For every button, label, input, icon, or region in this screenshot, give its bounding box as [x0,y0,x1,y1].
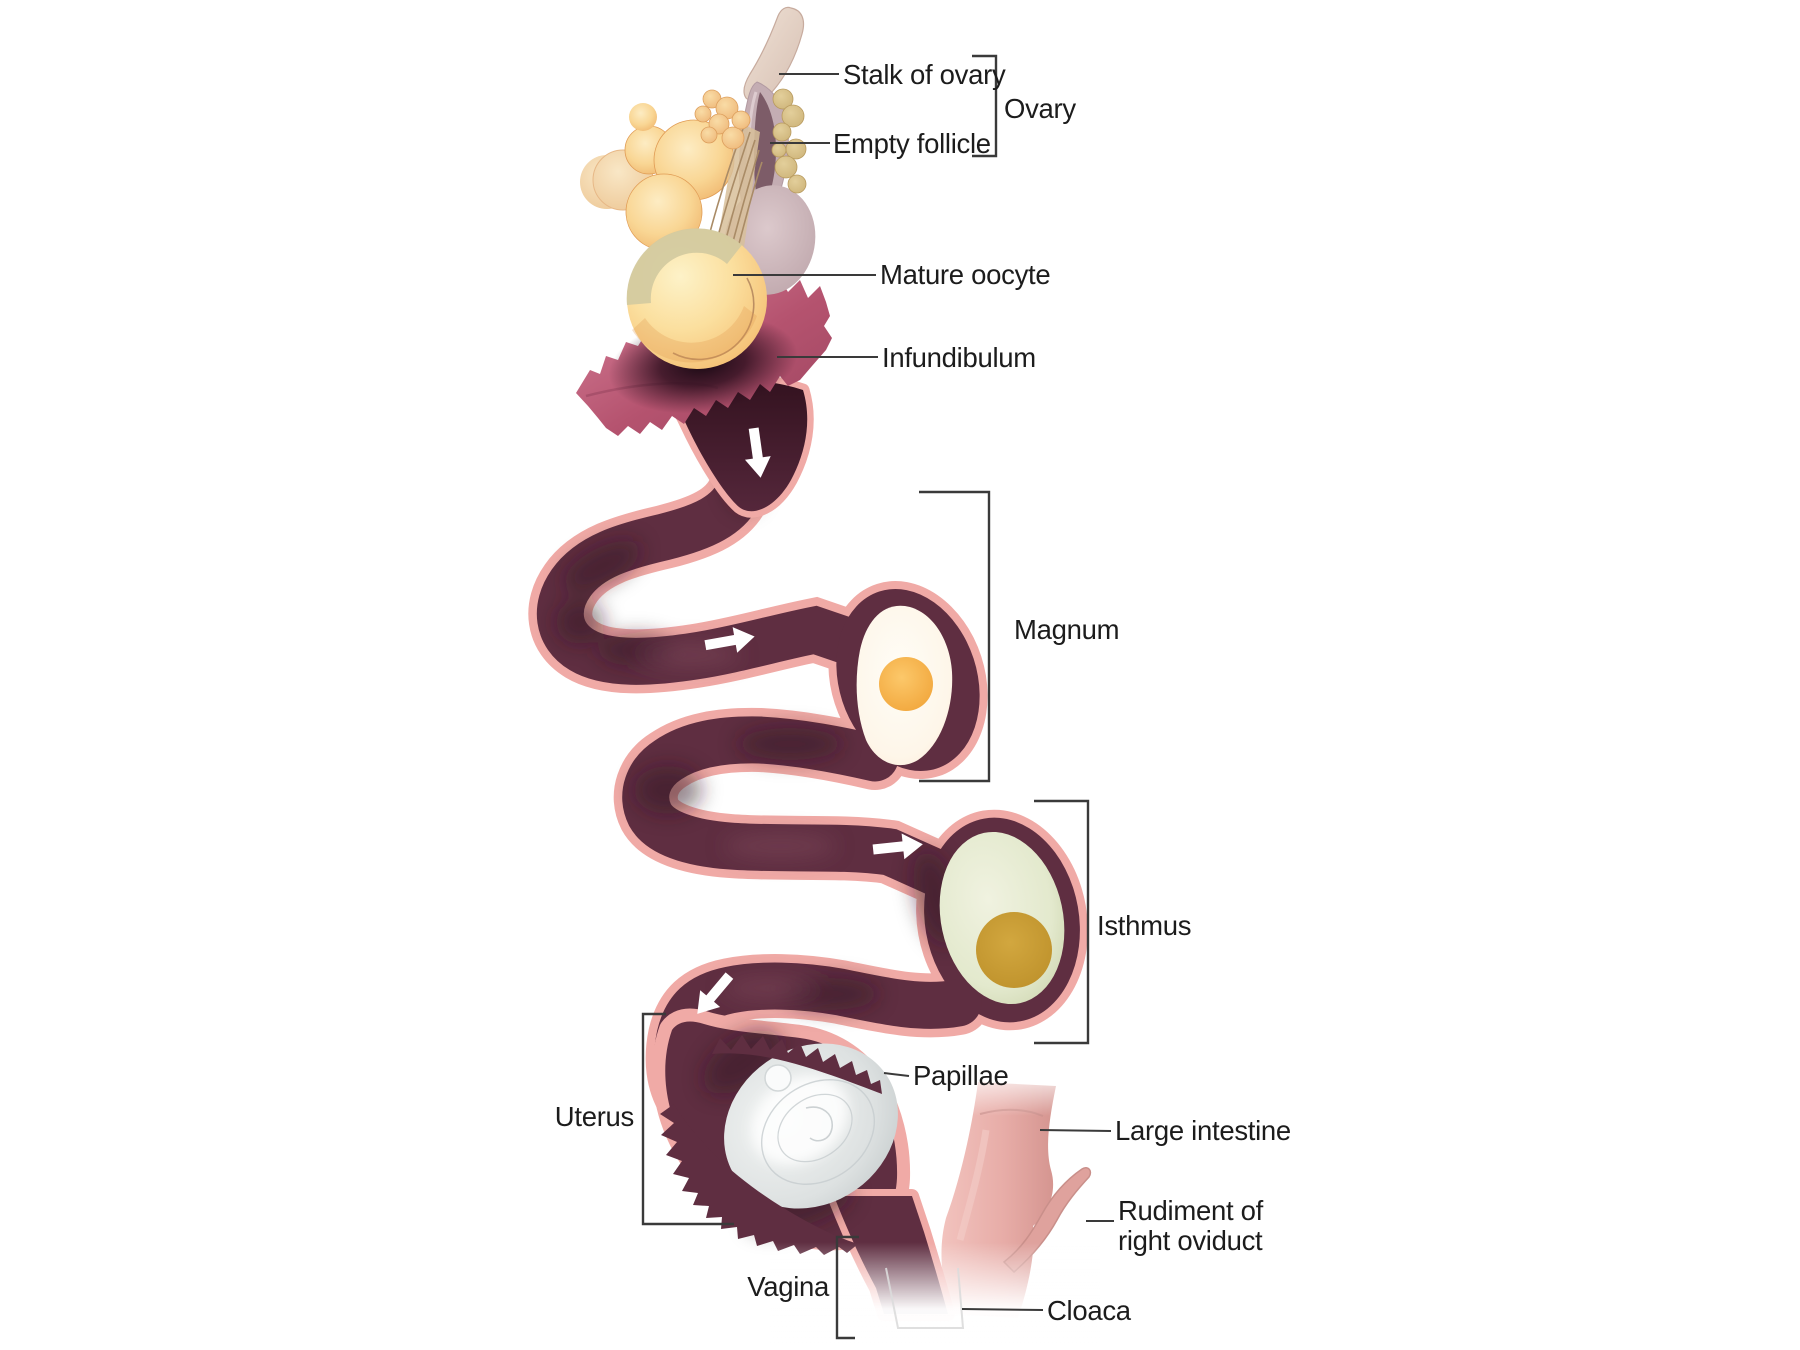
label-infundibulum: Infundibulum [882,342,1036,373]
label-stalk-of-ovary: Stalk of ovary [843,59,1006,90]
magnum-egg [856,605,953,766]
label-isthmus: Isthmus [1097,910,1192,941]
bracket-uterus [641,1012,734,1226]
flow-arrows [697,427,923,1014]
uterus-egg [724,1043,898,1209]
leader-cloaca [961,1308,1044,1311]
leader-papillae [883,1072,910,1077]
flow-arrow-right-icon [704,627,755,653]
flow-arrow-downleft-icon [697,972,734,1014]
bottom-fade [770,1242,1100,1350]
label-uterus: Uterus [554,1101,635,1132]
flow-arrow-right2-icon [872,833,923,860]
cloaca-outline [885,1267,965,1329]
bracket-vagina [835,1235,859,1340]
label-magnum: Magnum [1014,614,1120,645]
mini-follicles [694,89,751,150]
mature-oocyte-sphere [626,228,767,369]
label-empty-follicle: Empty follicle [833,128,991,159]
label-ovary: Ovary [1004,93,1076,124]
label-mature-oocyte: Mature oocyte [880,259,1051,290]
label-vagina: Vagina [747,1271,829,1302]
bracket-isthmus [1034,799,1090,1045]
flow-arrow-down-icon [744,427,771,478]
label-papillae: Papillae [913,1060,1009,1091]
isthmus-egg [939,831,1065,1005]
label-rudiment: Rudiment of right oviduct [1118,1196,1263,1256]
bracket-ovary [972,54,998,158]
ovary-cluster [580,6,816,369]
ovary-stalk [743,6,805,102]
label-rudiment-line1: Rudiment of [1118,1195,1263,1226]
label-large-intestine: Large intestine [1115,1115,1291,1146]
label-cloaca: Cloaca [1047,1295,1131,1326]
mini-follicles-right [771,88,807,194]
label-rudiment-line2: right oviduct [1118,1225,1263,1256]
annotation-lines [641,54,1114,1340]
leader-large-intestine [1039,1129,1112,1132]
bracket-magnum [919,490,991,783]
papillae-serrations [660,1035,882,1255]
